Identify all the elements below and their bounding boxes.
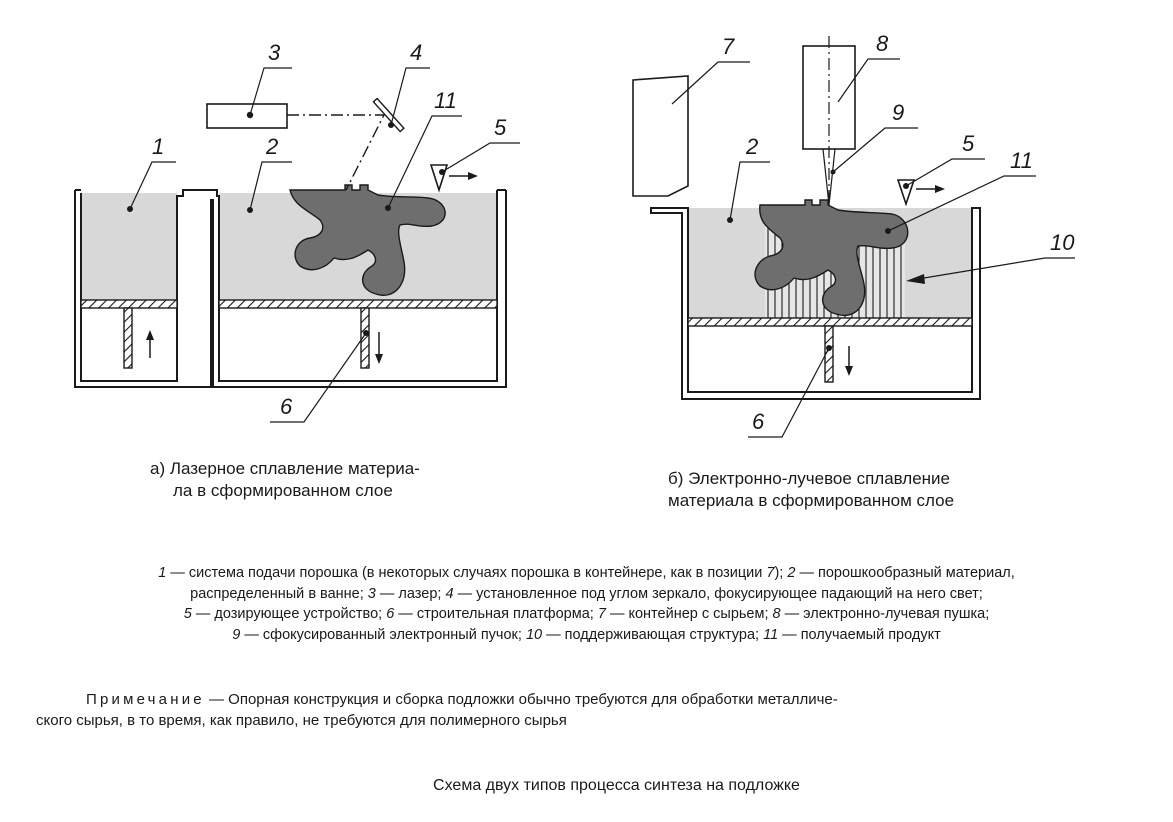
- process-diagram: 1 2 3 4 11 5 6 7 8 9 2 5 11 10 6: [74, 31, 1075, 438]
- label-3: 3: [268, 40, 281, 65]
- product-shape-a: [289, 184, 446, 296]
- label-11a: 11: [434, 88, 457, 113]
- label-8: 8: [876, 31, 889, 56]
- dosing-device-b: [896, 179, 916, 207]
- leader-arrow-10: [906, 257, 1075, 284]
- caption-b-line2: материала в сформированном слое: [668, 491, 955, 510]
- build-piston-a: [360, 307, 370, 369]
- raw-material-container: [632, 75, 689, 197]
- caption-a-line1: а) Лазерное сплавление материа-: [150, 459, 420, 478]
- arrow-down-icon: [845, 346, 853, 376]
- diagram-a: [74, 67, 520, 423]
- electron-beam: [822, 148, 836, 206]
- label-5b: 5: [962, 131, 975, 156]
- note: Примечание — Опорная конструкция и сборк…: [36, 689, 1146, 731]
- label-9: 9: [892, 100, 904, 125]
- mirror: [372, 97, 405, 133]
- legend-line-2: распределенный в ванне; 3 — лазер; 4 — у…: [190, 585, 983, 602]
- legend-line-3: 5 — дозирующее устройство; 6 — строитель…: [183, 606, 990, 622]
- build-platform-b: [687, 317, 973, 327]
- label-2b: 2: [745, 134, 758, 159]
- note-label: Примечание: [86, 691, 205, 708]
- arrow-up-icon: [146, 330, 154, 358]
- product-shape-b: [754, 199, 909, 317]
- vat-outline: [74, 189, 507, 388]
- figure-title: Схема двух типов процесса синтеза на под…: [433, 777, 800, 794]
- build-platform-a: [218, 299, 498, 309]
- label-6a: 6: [280, 394, 293, 419]
- label-2a: 2: [265, 134, 278, 159]
- legend-line-1: 1 — система подачи порошка (в некоторых …: [158, 565, 1015, 581]
- note-line-1: Примечание — Опорная конструкция и сборк…: [86, 691, 838, 708]
- label-5a: 5: [494, 115, 507, 140]
- note-line-2: ского сырья, в то время, как правило, не…: [36, 712, 567, 729]
- vat-outline-b: [650, 207, 981, 400]
- caption-a-line2: ла в сформированном слое: [173, 481, 393, 500]
- caption-a: а) Лазерное сплавление материа- ла в сфо…: [150, 458, 510, 502]
- label-11b: 11: [1010, 148, 1033, 173]
- arrow-right-icon: [449, 172, 478, 180]
- diagram-b: [632, 36, 1075, 438]
- label-4: 4: [410, 40, 422, 65]
- caption-b-line1: б) Электронно-лучевое сплавление: [668, 469, 951, 488]
- arrow-down-icon: [375, 332, 383, 364]
- label-6b: 6: [752, 409, 765, 434]
- feed-platform: [80, 299, 178, 309]
- caption-b: б) Электронно-лучевое сплавление материа…: [668, 468, 1028, 512]
- feed-piston: [123, 307, 133, 369]
- legend: 1 — система подачи порошка (в некоторых …: [20, 563, 1153, 645]
- label-10: 10: [1050, 230, 1075, 255]
- laser-beam: [287, 114, 386, 191]
- build-piston-b: [824, 325, 834, 383]
- legend-line-4: 9 — сфокусированный электронный пучок; 1…: [232, 626, 941, 643]
- arrow-right-icon: [916, 185, 945, 193]
- label-7: 7: [722, 34, 735, 59]
- dosing-device-a: [429, 164, 449, 193]
- label-1: 1: [152, 134, 164, 159]
